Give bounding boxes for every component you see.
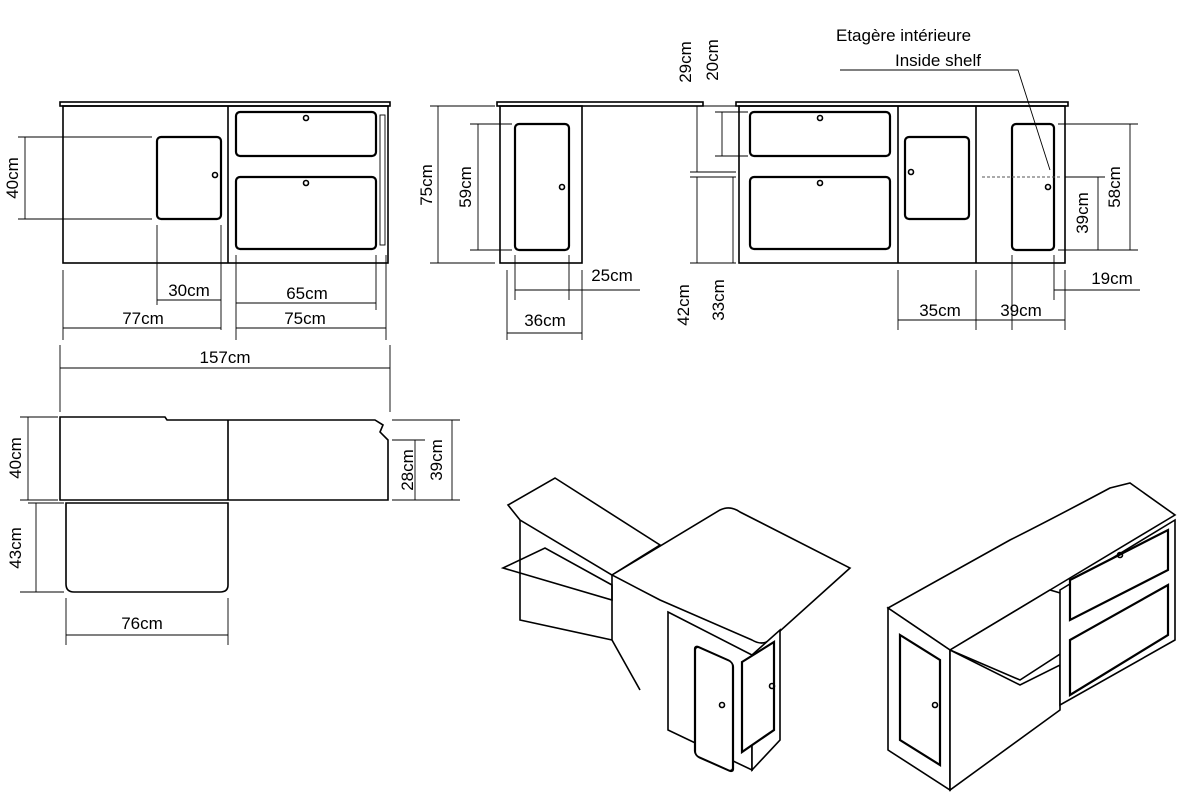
dim-side-depth: 36cm	[524, 311, 566, 330]
dim-back-door-height: 58cm	[1105, 166, 1124, 208]
dim-side-door-height: 59cm	[456, 166, 475, 208]
dim-top-right-depth: 28cm	[398, 449, 417, 491]
dim-back-lower-drawer: 33cm	[709, 279, 728, 321]
dim-side-height: 75cm	[417, 164, 436, 206]
dim-back-drawer-height: 20cm	[703, 39, 722, 81]
dim-back-side-offset: 19cm	[1091, 269, 1133, 288]
dim-top-extension-depth: 43cm	[6, 527, 25, 569]
dim-front-door-height: 40cm	[3, 157, 22, 199]
dim-front-drawer-width: 65cm	[286, 284, 328, 303]
dim-front-door-width: 30cm	[168, 281, 210, 300]
top-view	[20, 345, 460, 645]
dim-back-lower-height: 42cm	[674, 284, 693, 326]
dim-back-cabinet-width: 35cm	[919, 301, 961, 320]
side-view	[430, 101, 704, 340]
back-view	[690, 69, 1140, 330]
label-shelf-fr: Etagère intérieure	[836, 26, 971, 45]
isometric-view-left	[500, 477, 852, 773]
dim-top-right-total: 39cm	[427, 439, 446, 481]
dim-back-door-width: 39cm	[1000, 301, 1042, 320]
dim-top-total-width: 157cm	[199, 348, 250, 367]
front-view	[18, 101, 391, 340]
dim-back-shelf-height: 39cm	[1073, 192, 1092, 234]
isometric-view-right	[886, 482, 1177, 792]
label-shelf-en: Inside shelf	[895, 51, 981, 70]
dim-side-overhang: 25cm	[591, 266, 633, 285]
dim-top-extension-width: 76cm	[121, 614, 163, 633]
dim-front-right-width: 75cm	[284, 309, 326, 328]
dim-front-left-width: 77cm	[122, 309, 164, 328]
dim-top-depth: 40cm	[6, 437, 25, 479]
dim-back-top-gap: 29cm	[676, 41, 695, 83]
